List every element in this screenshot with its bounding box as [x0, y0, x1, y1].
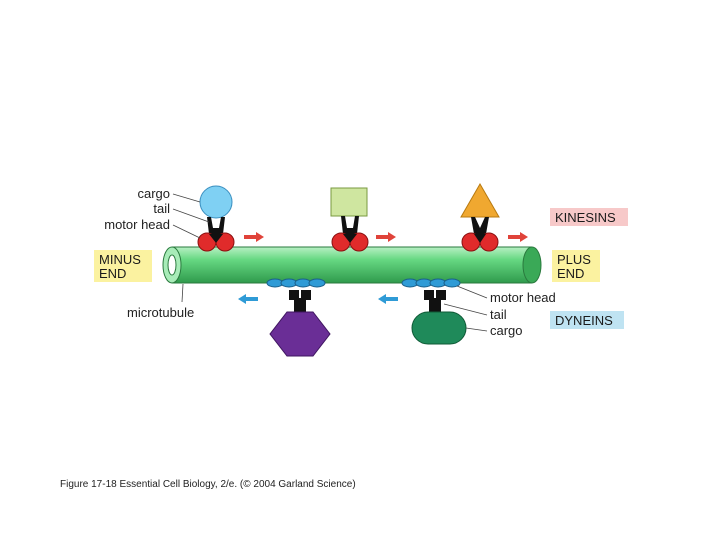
- kinesin-motor-head-2: [331, 232, 369, 252]
- kinesin-cargo-triangle: [460, 182, 500, 218]
- kinesins-box: [550, 208, 628, 226]
- plus-end-label-line2: END: [557, 266, 584, 281]
- dynein-motor-head-2: [401, 278, 461, 288]
- dyneins-box: [550, 311, 624, 329]
- leader-dynein-cargo: [465, 327, 488, 332]
- dynein-cargo-hexagon: [269, 311, 331, 357]
- kinesin-arrow-icon: [244, 232, 264, 242]
- kinesin-cargo-box: [330, 187, 368, 217]
- figure-caption: Figure 17-18 Essential Cell Biology, 2/e…: [60, 479, 356, 490]
- dynein-cargo-oval: [411, 311, 467, 345]
- microtubule: [162, 246, 542, 284]
- minus-end-label-line2: END: [99, 266, 126, 281]
- plus-end-label-line1: PLUS: [557, 252, 591, 267]
- dynein-motor-head-1: [266, 278, 326, 288]
- kinesin-cargo-label: cargo: [137, 186, 170, 201]
- leader-microtubule: [181, 283, 184, 303]
- leader-kinesin-cargo: [172, 193, 201, 203]
- kinesins-label: KINESINS: [555, 210, 616, 225]
- leader-dynein-tail: [443, 303, 488, 316]
- dynein-arrow-icon: [238, 294, 258, 304]
- microtubule-label: microtubule: [127, 305, 194, 320]
- dynein-arrow-icon: [378, 294, 398, 304]
- kinesin-tail-2: [341, 216, 359, 234]
- kinesin-motor-head-label: motor head: [104, 217, 170, 232]
- plus-end-box: [552, 250, 600, 282]
- dynein-tail-label: tail: [490, 307, 507, 322]
- kinesin-tail-label: tail: [153, 201, 170, 216]
- leader-kinesin-motor-head: [172, 224, 201, 239]
- kinesin-arrow-icon: [376, 232, 396, 242]
- dynein-tail-1: [289, 290, 311, 314]
- kinesin-tail-3: [471, 217, 489, 234]
- leader-dynein-motor-head: [456, 285, 488, 299]
- kinesin-motor-head-1: [197, 232, 235, 252]
- minus-end-box: [94, 250, 152, 282]
- dynein-tail-2: [424, 290, 446, 314]
- kinesin-tail-1: [207, 217, 225, 234]
- kinesin-arrow-icon: [508, 232, 528, 242]
- dynein-cargo-label: cargo: [490, 323, 523, 338]
- kinesin-cargo-sphere: [199, 185, 233, 219]
- dyneins-label: DYNEINS: [555, 313, 613, 328]
- dynein-motor-head-label: motor head: [490, 290, 556, 305]
- kinesin-motor-head-3: [461, 232, 499, 252]
- minus-end-label-line1: MINUS: [99, 252, 141, 267]
- leader-kinesin-tail: [172, 208, 210, 223]
